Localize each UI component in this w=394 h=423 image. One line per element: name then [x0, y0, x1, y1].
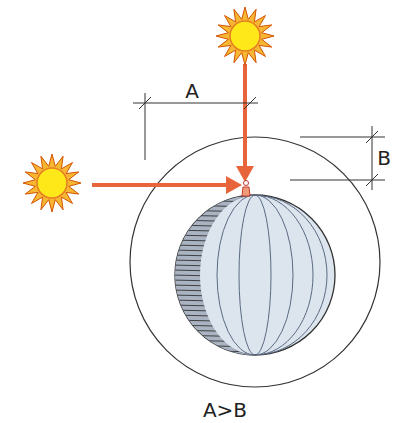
dimension-b	[290, 126, 385, 190]
sun-ray-horizontal	[92, 183, 230, 187]
dimension-a	[133, 93, 258, 160]
sun-ray-vertical	[243, 64, 247, 170]
sun-top	[216, 7, 274, 65]
atmosphere-circle	[130, 137, 380, 387]
arrowhead	[236, 166, 254, 182]
night-hatching	[170, 190, 260, 362]
dimension-label: B	[377, 148, 391, 168]
person-figure	[242, 181, 250, 197]
sun-left	[23, 154, 81, 212]
dimension-label: A	[185, 81, 199, 101]
caption: A>B	[203, 400, 247, 420]
arrowhead	[226, 176, 242, 194]
